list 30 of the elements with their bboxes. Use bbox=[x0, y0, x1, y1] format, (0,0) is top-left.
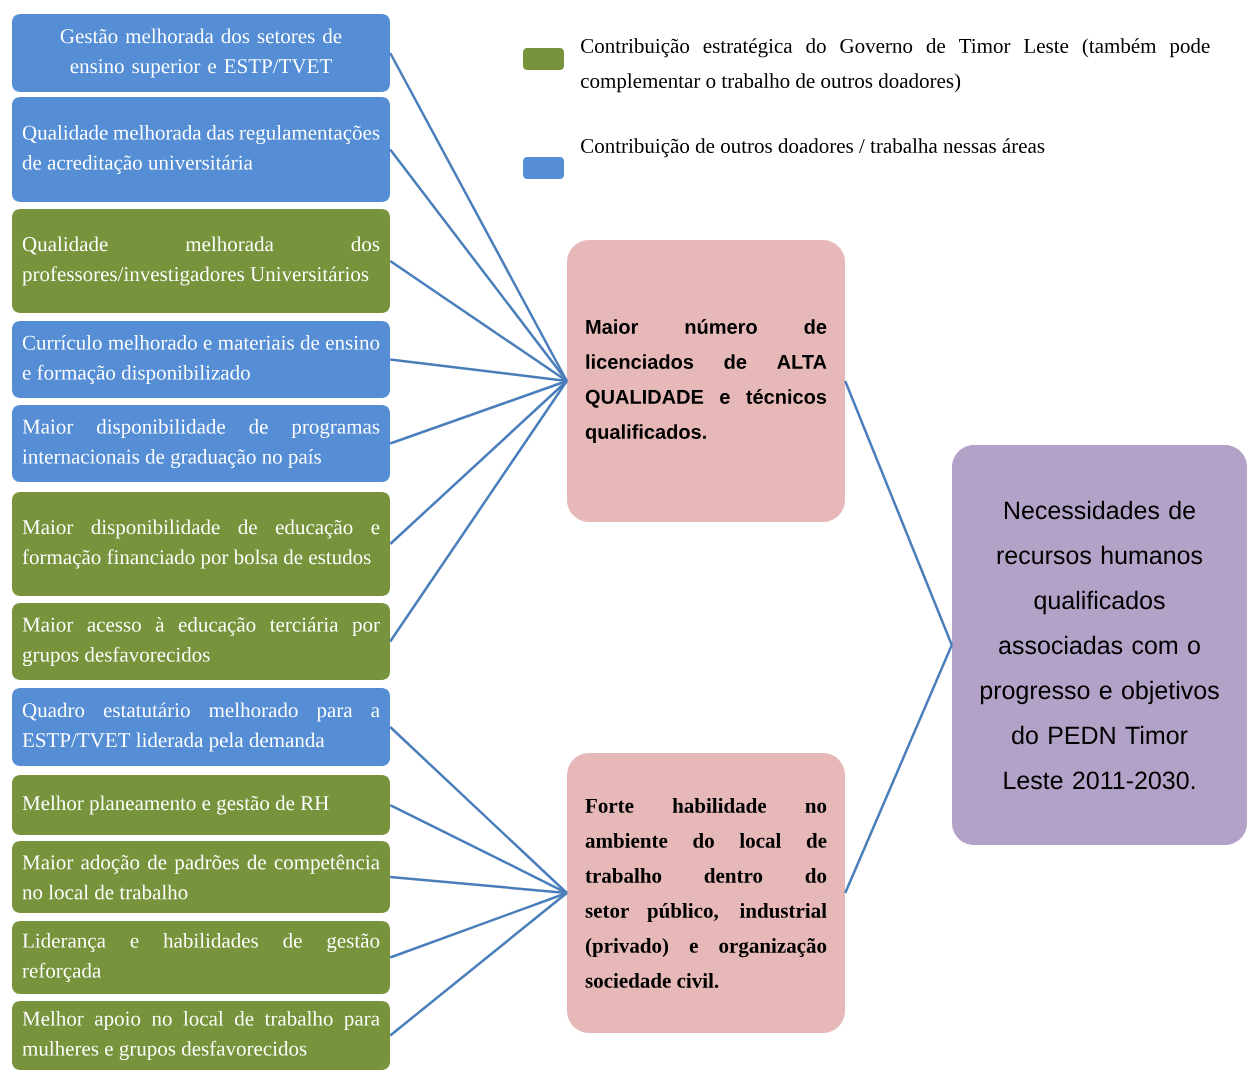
connector-line bbox=[389, 380, 568, 643]
process-box: Forte habilidade no ambiente do local de trabalho dentro do setor público, industrial (privado) e organização sociedade civil. bbox=[567, 753, 845, 1033]
connector-line bbox=[389, 891, 568, 959]
connector-line bbox=[844, 644, 953, 894]
process-box: Melhor apoio no local de trabalho para mulheres e grupos desfavorecidos bbox=[12, 1001, 390, 1070]
process-box: Qualidade melhorada das regulamentações de acreditação universitária bbox=[12, 97, 390, 202]
legend-text: Contribuição estratégica do Governo de Timor Leste (também pode complementar o trabalho de outros doadores) bbox=[581, 38, 1210, 93]
process-box: Currículo melhorado e materiais de ensino e formação disponibilizado bbox=[12, 321, 390, 398]
connector-line bbox=[389, 892, 568, 1037]
connector-line bbox=[390, 358, 567, 383]
process-box: Maior disponibilidade de programas internacionais de graduação no país bbox=[12, 405, 390, 482]
connector-line bbox=[389, 380, 568, 545]
connector-line bbox=[389, 52, 568, 382]
process-box: Maior disponibilidade de educação e formação financiado por bolsa de estudos bbox=[12, 492, 390, 596]
process-box: Melhor planeamento e gestão de RH bbox=[12, 775, 390, 835]
process-box: Necessidades de recursos humanos qualificados associadas com o progresso e objetivos do PEDN Timor Leste 2011-2030. bbox=[952, 445, 1247, 845]
connector-line bbox=[389, 148, 568, 382]
process-box: Maior número de licenciados de ALTA QUALIDADE e técnicos qualificados. bbox=[567, 240, 845, 522]
legend-text: Contribuição de outros doadores / trabalha nessas áreas bbox=[581, 138, 1045, 158]
connector-line bbox=[389, 726, 568, 894]
process-box: Liderança e habilidades de gestão reforçada bbox=[12, 921, 390, 994]
process-box: Gestão melhorada dos setores de ensino superior e ESTP/TVET bbox=[12, 14, 390, 92]
process-box: Quadro estatutário melhorado para a ESTP/TVET liderada pela demanda bbox=[12, 688, 390, 766]
process-box: Maior acesso à educação terciária por grupos desfavorecidos bbox=[12, 603, 390, 680]
connector-line bbox=[389, 803, 568, 895]
connector-line bbox=[844, 380, 953, 646]
connector-line bbox=[390, 875, 567, 895]
process-box: Qualidade melhorada dos professores/investigadores Universitários bbox=[12, 209, 390, 313]
connector-line bbox=[389, 259, 568, 383]
process-box: Maior adoção de padrões de competência no local de trabalho bbox=[12, 841, 390, 913]
